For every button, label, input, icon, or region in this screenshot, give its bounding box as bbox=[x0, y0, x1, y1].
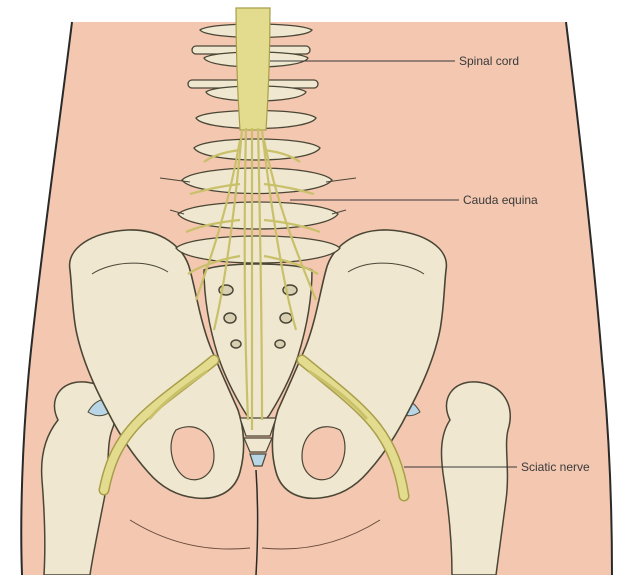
spinal-cord-label: Spinal cord bbox=[459, 54, 519, 68]
cauda-equina-label: Cauda equina bbox=[463, 193, 538, 207]
spinal-cord bbox=[236, 8, 270, 130]
sciatic-nerve-label: Sciatic nerve bbox=[521, 460, 590, 474]
right-femur bbox=[442, 382, 511, 575]
